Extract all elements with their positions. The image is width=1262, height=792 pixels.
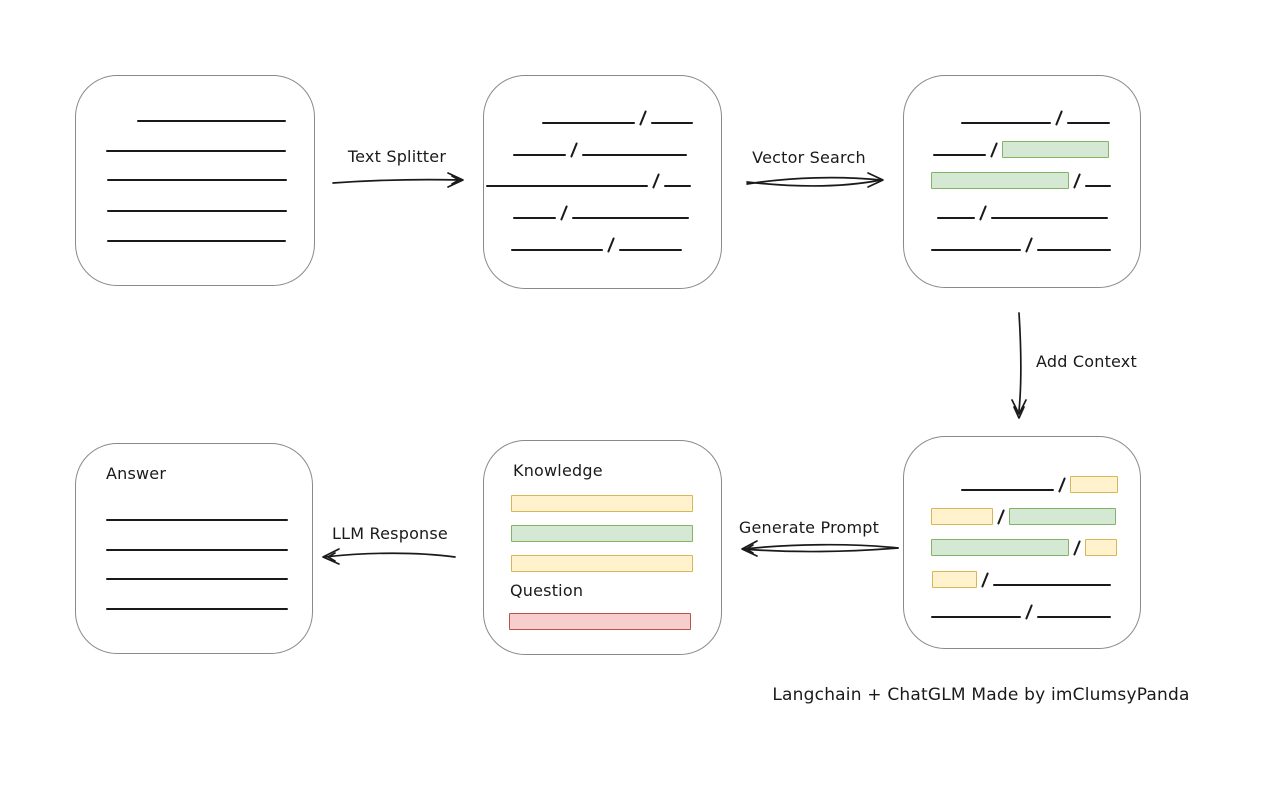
text-splitter-label: Text Splitter [347,147,447,166]
chunk-row [932,568,1112,588]
llm-response-label: LLM Response [332,524,448,543]
slash-mark [652,173,661,189]
slash-mark [1073,540,1082,556]
green-highlight-bar [1002,141,1110,158]
text-line [486,185,648,187]
green-highlight-bar [931,539,1069,556]
slash-mark [990,142,999,158]
text-line [651,122,694,124]
green-highlight-bar [1009,508,1117,525]
text-line [1067,122,1111,124]
text-line [513,217,556,219]
matched-chunks-box [903,75,1141,288]
slash-mark [979,205,988,221]
question-label: Question [510,581,584,600]
yellow-highlight-bar [932,571,977,588]
llm-response-arrow [322,548,456,565]
slash-mark [1025,237,1034,253]
yellow-highlight-bar [1070,476,1119,493]
chunk-row [961,473,1119,493]
slash-mark [981,572,990,588]
chunk-row [511,233,683,253]
text-line [931,249,1021,251]
text-line [107,240,286,242]
chunk-row [933,138,1110,158]
yellow-prompt-bar [511,555,693,572]
chunk-row [937,201,1109,221]
text-line [993,584,1112,586]
text-line [619,249,683,251]
slash-mark [607,237,616,253]
yellow-highlight-bar [931,508,993,525]
red-prompt-bar [509,613,691,630]
knowledge-label: Knowledge [513,461,603,480]
text-line [137,120,286,122]
add-context-label: Add Context [1036,352,1137,371]
add-context-arrow [1011,312,1027,419]
yellow-prompt-bar [511,495,693,512]
chunk-row [542,106,694,126]
chunk-row [513,138,688,158]
slash-mark [1025,604,1034,620]
generate-prompt-arrow [741,540,899,557]
slash-mark [1073,173,1082,189]
chunk-row [513,201,690,221]
text-line [961,489,1054,491]
prompt-box: Knowledge Question [483,440,722,655]
answer-label: Answer [106,464,167,483]
text-line [1037,249,1112,251]
text-splitter-arrow [332,172,464,188]
chunk-row [961,106,1111,126]
text-line [664,185,692,187]
chunk-row [931,505,1117,525]
text-line [931,616,1021,618]
knowledge-bars [511,495,693,572]
context-chunks-box [903,436,1141,649]
document-box [75,75,315,286]
text-line [991,217,1109,219]
text-line [106,150,286,152]
slash-mark [997,509,1006,525]
chunk-row [486,169,692,189]
chunk-row [931,600,1112,620]
text-line [542,122,635,124]
chunk-row [931,169,1112,189]
slash-mark [1055,110,1064,126]
text-line [1037,616,1112,618]
slash-mark [1058,477,1067,493]
vector-search-arrow [746,172,884,188]
text-line [1085,185,1112,187]
slash-mark [570,142,579,158]
text-line [511,249,603,251]
green-highlight-bar [931,172,1069,189]
text-line [933,154,986,156]
text-line [572,217,690,219]
chunk-row [931,536,1118,556]
caption: Langchain + ChatGLM Made by imClumsyPand… [772,685,1190,705]
text-line [513,154,566,156]
text-line [582,154,688,156]
yellow-highlight-bar [1085,539,1118,556]
text-chunks-box [483,75,722,289]
green-prompt-bar [511,525,693,542]
text-line [106,519,288,521]
question-bars [509,613,691,630]
text-line [937,217,975,219]
slash-mark [560,205,569,221]
text-line [106,578,288,580]
vector-search-label: Vector Search [752,148,866,167]
text-line [106,608,288,610]
answer-box: Answer [75,443,313,654]
text-line [961,122,1051,124]
generate-prompt-label: Generate Prompt [738,518,880,537]
slash-mark [639,110,648,126]
text-line [107,179,287,181]
text-line [106,549,288,551]
chunk-row [931,233,1112,253]
text-line [107,210,287,212]
